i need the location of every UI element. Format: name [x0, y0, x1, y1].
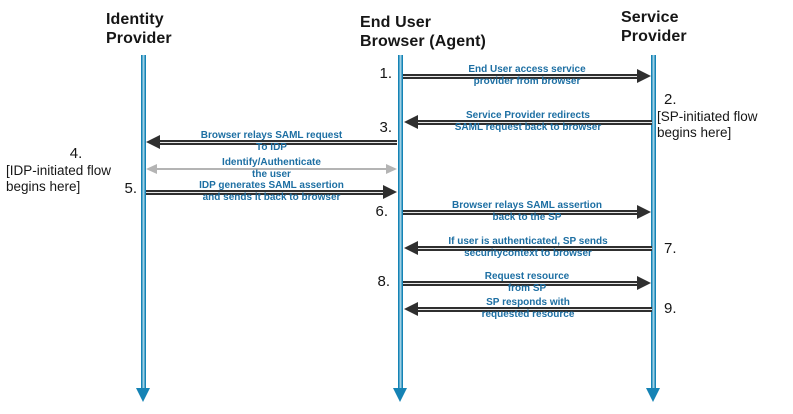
step-number-4: 4.: [69, 145, 83, 162]
message-5-label: IDP generates SAML assertion and sends i…: [199, 180, 344, 203]
step-number-9: 9.: [664, 300, 677, 317]
message-9-label: SP responds with requested resource: [481, 297, 575, 320]
step-number-1: 1.: [379, 65, 392, 82]
step-number-3: 3.: [379, 119, 392, 136]
arrowhead-left-icon: [146, 135, 160, 149]
idp-initiated-note: 4. [IDP-initiated flow begins here]: [6, 146, 146, 195]
arrowhead-right-icon: [637, 205, 651, 219]
message-8-label: Request resource from SP: [484, 271, 570, 294]
arrowhead-right-icon: [637, 69, 651, 83]
message-7-label: If user is authenticated, SP sends secur…: [448, 236, 608, 259]
actor-label-service-provider: Service Provider: [621, 9, 687, 45]
step-number-7: 7.: [664, 240, 677, 257]
message-6-label: Browser relays SAML assertion back to th…: [452, 200, 602, 223]
arrowhead-left-icon: [404, 302, 418, 316]
lifeline-service-provider: [651, 55, 656, 390]
step-number-6: 6.: [375, 203, 388, 220]
message-3b-label: Browser relays SAML request To IDP: [200, 130, 343, 153]
arrowhead-right-icon: [637, 276, 651, 290]
arrowhead-right-icon: [383, 185, 397, 199]
arrowhead-left-icon: [146, 164, 157, 174]
arrowhead-left-icon: [404, 115, 418, 129]
auth-label: Identify/Authenticate the user: [222, 157, 321, 180]
message-3a-label: Service Provider redirects SAML request …: [454, 110, 602, 133]
arrow-down-icon: [646, 388, 660, 402]
step-number-2: 2.: [664, 91, 677, 108]
sp-initiated-note: 2. [SP-initiated flow begins here]: [657, 92, 791, 141]
idp-initiated-note-text: [IDP-initiated flow begins here]: [6, 163, 112, 194]
arrowhead-right-icon: [386, 164, 397, 174]
arrow-down-icon: [136, 388, 150, 402]
actor-label-identity-provider: Identity Provider: [106, 11, 172, 47]
lifeline-identity-provider: [141, 55, 146, 390]
message-1-label: End User access service provider from br…: [468, 64, 586, 87]
step-number-8: 8.: [377, 273, 390, 290]
arrowhead-left-icon: [404, 241, 418, 255]
lifeline-browser: [398, 55, 403, 390]
actor-label-end-user-browser: End User Browser (Agent): [360, 14, 486, 50]
step-number-5: 5.: [124, 180, 137, 197]
arrow-down-icon: [393, 388, 407, 402]
sp-initiated-note-text: [SP-initiated flow begins here]: [657, 109, 758, 140]
